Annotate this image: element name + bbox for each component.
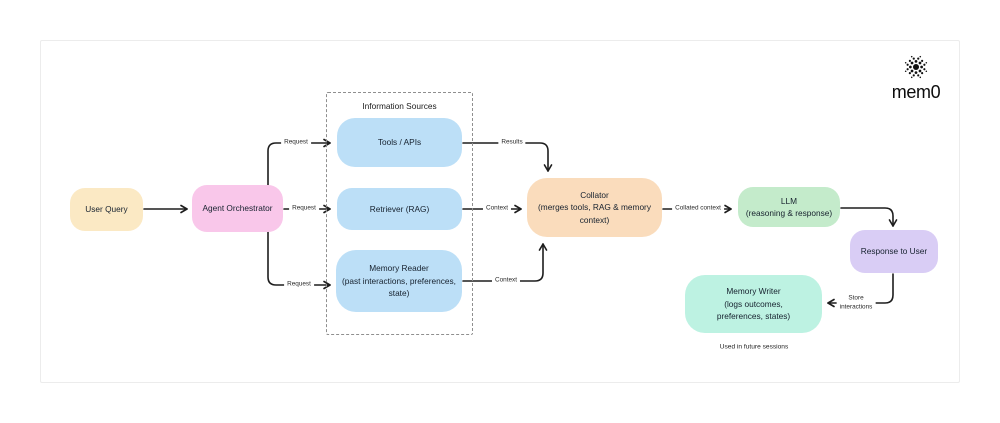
node-memory-reader-line1: Memory Reader [369,263,429,274]
node-tools-apis-label: Tools / APIs [377,137,422,148]
edge-label-store-line2: interactions [839,303,873,310]
node-agent-orchestrator: Agent Orchestrator [192,185,283,232]
edge-label-request-mid: Request [289,204,319,214]
edge-label-store-interactions: Store interactions [836,294,876,312]
footnote-used-in-future-sessions: Used in future sessions [719,343,789,351]
node-agent-orchestrator-label: Agent Orchestrator [202,203,273,214]
node-user-query: User Query [70,188,143,231]
edge-label-request-top: Request [281,138,311,148]
mem0-wordmark: mem0 [891,82,941,102]
edge-label-collated-context: Collated context [672,204,724,214]
information-sources-group: Information Sources [326,92,473,335]
node-llm-line1: LLM [780,195,798,206]
edge-label-store-line1: Store [848,294,864,302]
mem0-logo: mem0 [884,54,948,101]
node-response-to-user-label: Response to User [860,246,928,257]
edge-label-context-mid: Context [482,204,512,214]
node-llm-line2: (reasoning & response) [745,208,833,218]
node-memory-writer: Memory Writer (logs outcomes, preference… [685,275,822,333]
node-collator-line2: (merges tools, RAG & memory [538,202,651,213]
node-collator-line1: Collator [580,189,609,200]
node-memory-writer-line2: (logs outcomes, [724,298,783,309]
node-user-query-label: User Query [85,204,128,215]
node-collator: Collator (merges tools, RAG & memory con… [527,178,662,237]
node-collator-line3: context) [579,214,610,225]
node-response-to-user: Response to User [850,230,938,273]
edge-label-context-bottom: Context [491,276,521,286]
node-tools-apis: Tools / APIs [337,118,462,167]
information-sources-title: Information Sources [362,101,437,111]
node-memory-reader: Memory Reader (past interactions, prefer… [336,250,462,312]
node-retriever-rag-label: Retriever (RAG) [369,203,430,214]
edge-label-request-bottom: Request [284,280,314,290]
node-memory-writer-line3: preferences, states) [716,311,791,322]
edge-label-results: Results [498,138,526,148]
node-memory-reader-line2: (past interactions, preferences, [342,275,456,286]
node-memory-writer-line1: Memory Writer [726,286,781,297]
node-memory-reader-line3: state) [388,288,410,299]
node-llm: LLM (reasoning & response) [738,187,840,227]
node-retriever-rag: Retriever (RAG) [337,188,462,230]
mem0-logo-icon [904,55,928,79]
